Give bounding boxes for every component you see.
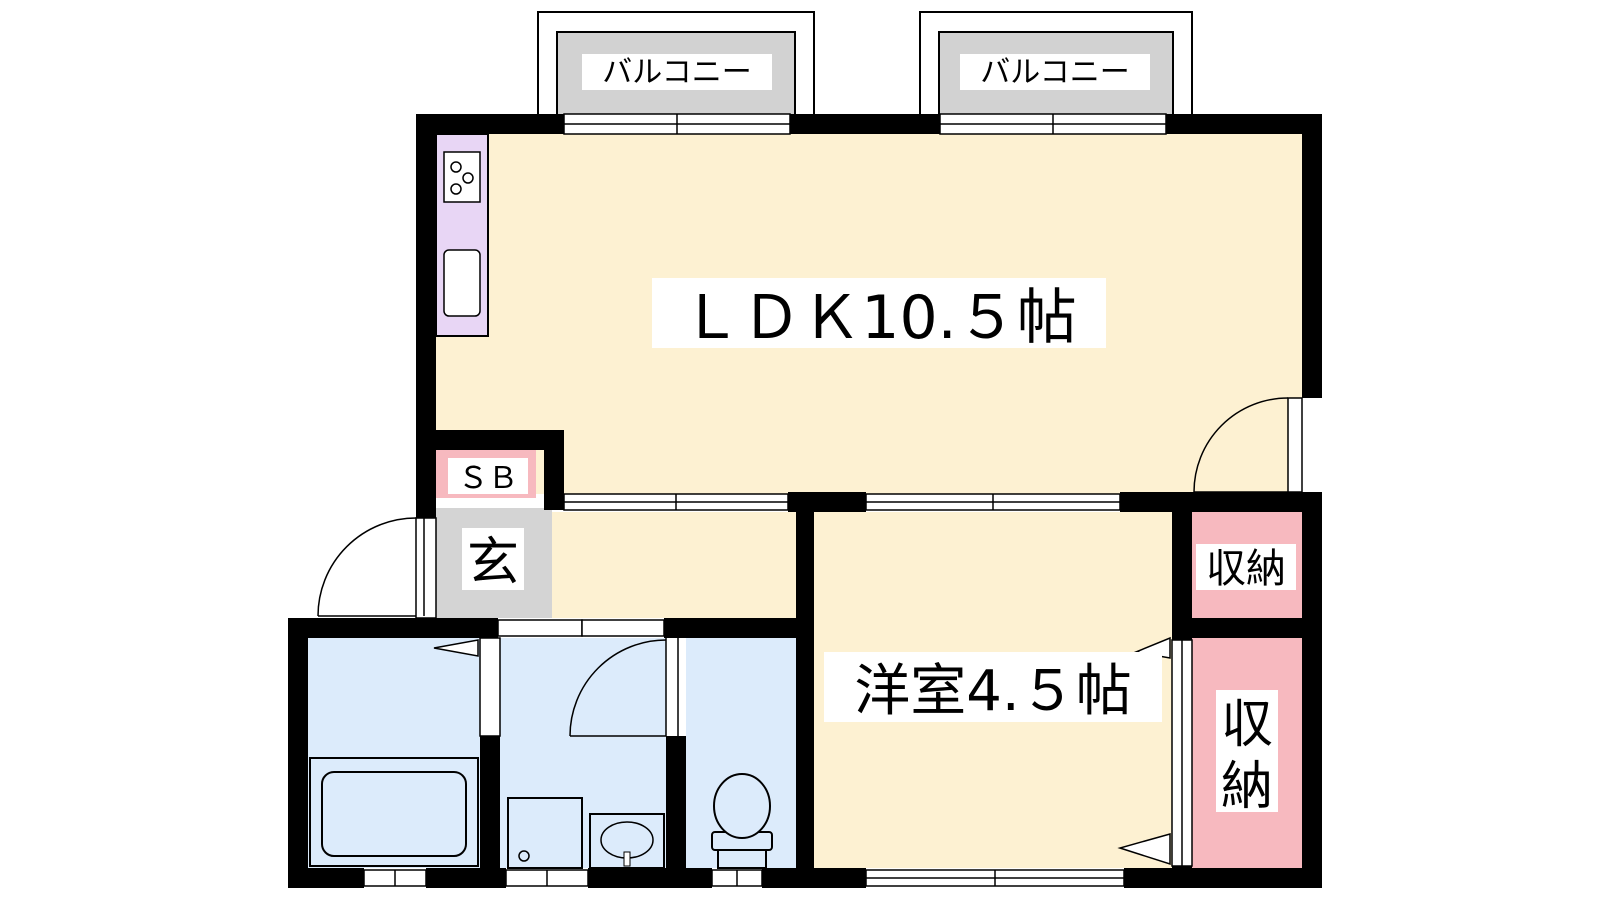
- label-shoe-box: ＳＢ: [448, 458, 528, 496]
- entrance-door: [317, 517, 437, 619]
- shoe-box-text: ＳＢ: [458, 461, 518, 496]
- label-storage-small: 収納: [1196, 544, 1296, 592]
- sink-icon: [589, 813, 665, 869]
- bath-door: [433, 637, 501, 737]
- openings: [363, 113, 1167, 887]
- label-storage-large: 収 納: [1216, 690, 1278, 817]
- label-ldk: ＬＤＫ10.５帖: [652, 278, 1106, 353]
- bathtub-icon: [309, 757, 479, 867]
- storage-small-text: 収納: [1206, 546, 1286, 592]
- label-balcony-right: バルコニー: [960, 54, 1150, 90]
- entrance-text: 玄: [467, 533, 519, 593]
- label-western-room: 洋室4.５帖: [824, 652, 1162, 724]
- ldk-door-swing: [1193, 397, 1303, 493]
- ldk-text: ＬＤＫ10.５帖: [681, 283, 1076, 353]
- storage-large-text-2: 納: [1221, 757, 1273, 817]
- label-entrance: 玄: [462, 528, 524, 593]
- western-room-text: 洋室4.５帖: [854, 659, 1131, 724]
- kitchen-counter: [435, 133, 489, 337]
- balcony-left-text: バルコニー: [602, 55, 751, 90]
- balcony-right-text: バルコニー: [980, 55, 1129, 90]
- washroom-door-swing: [569, 638, 679, 737]
- closet-door: [1117, 636, 1193, 867]
- toilet-icon: [711, 773, 773, 869]
- storage-large-text-1: 収: [1221, 695, 1273, 755]
- label-balcony-left: バルコニー: [582, 54, 772, 90]
- washing-machine-icon: [507, 797, 583, 869]
- corridor-floor: [552, 512, 796, 618]
